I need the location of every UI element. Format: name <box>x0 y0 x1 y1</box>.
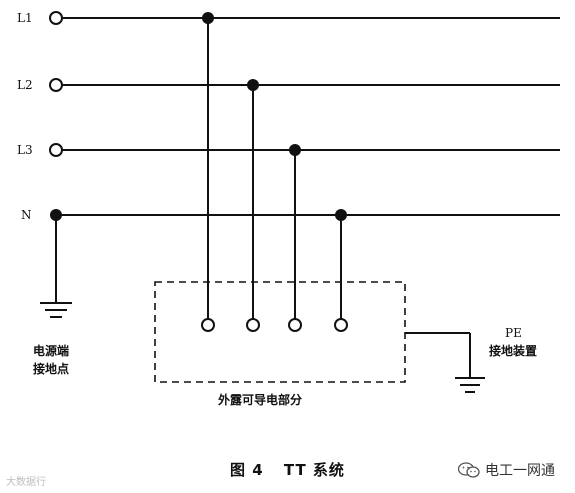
label-source-ground-1: 电源端 <box>33 344 70 358</box>
label-l2: L2 <box>17 78 33 92</box>
figure-title: TT 系统 <box>283 461 345 479</box>
watermark-right-text: 电工一网通 <box>485 463 555 479</box>
conductor-l3 <box>49 143 560 157</box>
drop-l2 <box>246 79 260 332</box>
label-source-ground-2: 接地点 <box>33 362 70 376</box>
label-l1: L1 <box>17 11 33 25</box>
grounding-device-symbol <box>455 377 485 393</box>
terminal-l3 <box>49 143 63 157</box>
label-pe: PE <box>505 326 522 340</box>
drop-l3 <box>288 144 302 332</box>
terminal-l1 <box>49 11 63 25</box>
wechat-icon <box>458 462 480 478</box>
drop-l1 <box>201 12 215 332</box>
watermark-right: 电工一网通 <box>458 460 555 480</box>
watermark-left: 大数据行 <box>6 477 46 488</box>
drop-n <box>334 209 348 332</box>
conductor-n <box>50 209 560 221</box>
conductor-l2 <box>49 78 560 92</box>
label-n: N <box>21 208 32 222</box>
source-ground-symbol <box>40 215 72 318</box>
terminal-l2 <box>49 78 63 92</box>
label-exposed-conductive-parts: 外露可导电部分 <box>218 393 303 407</box>
conductor-l1 <box>49 11 560 25</box>
pe-connection <box>405 332 471 378</box>
figure-caption: 图 4 TT 系统 <box>230 459 345 480</box>
label-l3: L3 <box>17 143 33 157</box>
exposed-conductive-parts-box <box>154 281 406 383</box>
label-grounding-device: 接地装置 <box>489 344 538 358</box>
figure-number: 图 4 <box>230 461 264 479</box>
